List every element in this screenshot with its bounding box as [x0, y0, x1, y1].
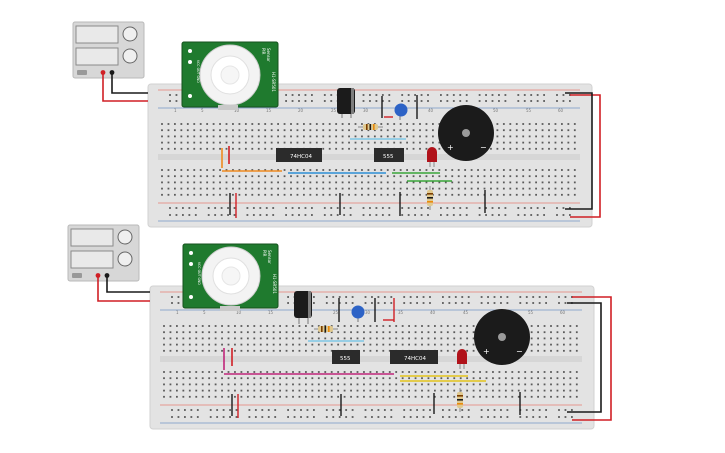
wire-black[interactable]: [106, 276, 602, 413]
terminal-negative[interactable]: [109, 70, 115, 75]
terminal-negative[interactable]: [104, 273, 110, 278]
col-label: 30: [363, 108, 369, 113]
ic-label: 74HC04: [290, 154, 312, 160]
voltage-knob[interactable]: [117, 229, 133, 245]
buzzer-plus: +: [483, 347, 490, 356]
buzzer-minus: −: [516, 347, 523, 356]
resistor[interactable]: [314, 326, 338, 332]
col-label: 10: [234, 108, 240, 113]
power-supply[interactable]: [72, 21, 145, 79]
ic-label: 555: [383, 154, 394, 160]
col-label: 40: [430, 310, 436, 315]
pir-pin-labels: VCC OUT GND: [196, 60, 200, 83]
electrolytic-capacitor[interactable]: [294, 291, 312, 324]
col-label: 10: [236, 310, 242, 315]
ic-chip-left[interactable]: 74HC04: [276, 148, 322, 162]
col-label: 5: [201, 108, 204, 113]
pir-sensor[interactable]: PIR Sensor H1-SR501 VCC OUT GND: [182, 243, 279, 311]
ic-chip-left[interactable]: 555: [332, 350, 360, 364]
piezo-buzzer[interactable]: + −: [438, 105, 494, 161]
col-label: 50: [493, 108, 499, 113]
col-label: 25: [333, 310, 339, 315]
voltage-knob[interactable]: [122, 26, 138, 42]
piezo-buzzer[interactable]: + −: [474, 309, 530, 365]
pir-label: H1-SR501: [271, 72, 276, 92]
col-label: 25: [331, 108, 337, 113]
col-label: 45: [463, 310, 469, 315]
terminal-positive[interactable]: [100, 70, 106, 75]
col-label: 60: [558, 108, 564, 113]
col-label: 1: [174, 108, 177, 113]
col-label: 35: [398, 310, 404, 315]
wire-red[interactable]: [102, 73, 601, 218]
col-label: 55: [528, 310, 534, 315]
buzzer-minus: −: [480, 143, 487, 152]
ic-label: 555: [340, 356, 351, 362]
circuit-top: 1 5 10 15 20 25 30 35 40 45 50 55 60: [72, 21, 601, 228]
pir-label: Sensor: [267, 250, 272, 264]
electrolytic-capacitor[interactable]: [337, 88, 355, 118]
col-label: 30: [365, 310, 371, 315]
led[interactable]: [457, 349, 467, 369]
col-label: 55: [526, 108, 532, 113]
buzzer-plus: +: [447, 143, 454, 152]
col-label: 20: [298, 108, 304, 113]
col-label: 5: [203, 310, 206, 315]
pir-label: H1-SR501: [272, 274, 277, 294]
col-label: 40: [428, 108, 434, 113]
current-knob[interactable]: [117, 251, 133, 267]
resistor[interactable]: [457, 388, 463, 412]
wire-black[interactable]: [111, 73, 593, 210]
ic-chip-right[interactable]: 74HC04: [390, 350, 438, 364]
jumper-wires[interactable]: [223, 298, 521, 418]
pir-label: Sensor: [266, 48, 271, 62]
resistor[interactable]: [358, 124, 383, 130]
column-labels: 1 5 10 15 20 25 30 35 40 45 50 55 60: [176, 310, 566, 315]
wire-red[interactable]: [97, 276, 612, 421]
current-knob[interactable]: [122, 48, 138, 64]
pir-label: PIR: [262, 250, 267, 257]
col-label: 1: [176, 310, 179, 315]
col-label: 15: [266, 108, 272, 113]
pir-label: PIR: [261, 48, 266, 55]
pir-pin-labels: VCC OUT GND: [197, 262, 201, 285]
circuit-bottom: 1 5 10 15 20 25 30 35 40 45 50 55 60: [67, 224, 612, 430]
ceramic-capacitor[interactable]: [351, 305, 365, 323]
power-supply[interactable]: [67, 224, 140, 282]
ceramic-capacitor[interactable]: [394, 103, 408, 121]
led[interactable]: [427, 147, 437, 167]
terminal-positive[interactable]: [95, 273, 101, 278]
col-label: 60: [560, 310, 566, 315]
ic-label: 74HC04: [404, 356, 426, 362]
col-label: 15: [268, 310, 274, 315]
jumper-wires[interactable]: [221, 95, 486, 218]
ic-chip-right[interactable]: 555: [374, 148, 404, 162]
pir-sensor[interactable]: PIR Sensor H1-SR501 VCC OUT GND: [181, 41, 279, 110]
resistor[interactable]: [427, 186, 433, 210]
